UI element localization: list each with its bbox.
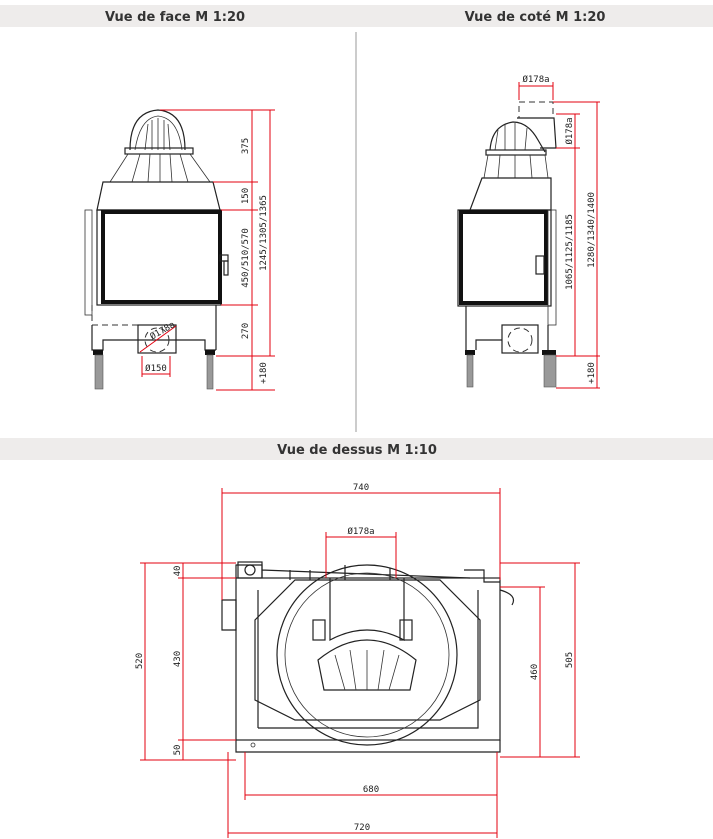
top-view-title: Vue de dessus M 1:10 <box>277 443 437 458</box>
side-dim-total: 1280/1340/1400 <box>587 192 597 268</box>
front-flue-label: Ø150 <box>145 363 167 374</box>
front-view: Ø178a Ø150 375 150 450/510/570 270 1245/… <box>84 109 275 391</box>
side-view-title: Vue de coté M 1:20 <box>465 10 606 25</box>
side-dim-outlet: 1065/1125/1185 <box>565 214 575 290</box>
side-flue-top-label: Ø178a <box>522 74 549 85</box>
top-dim-720: 720 <box>354 823 370 833</box>
top-dim-505: 505 <box>565 652 575 668</box>
front-dim-glass: 450/510/570 <box>241 228 251 288</box>
front-dim-270: 270 <box>241 323 251 339</box>
header-bar-bottom <box>0 438 713 460</box>
side-view: Ø178a Ø178a 1065/1125/1185 1280/1340/140… <box>457 74 600 389</box>
top-dim-680: 680 <box>363 785 379 795</box>
side-flue-side-label: Ø178a <box>564 117 575 144</box>
top-dim-520: 520 <box>135 653 145 669</box>
top-dim-50: 50 <box>173 745 183 756</box>
front-dim-150: 150 <box>241 188 251 204</box>
top-dim-740: 740 <box>353 483 369 493</box>
front-dim-375: 375 <box>241 138 251 154</box>
top-dim-430: 430 <box>173 651 183 667</box>
front-dim-total: 1245/1305/1365 <box>259 195 269 271</box>
front-view-title: Vue de face M 1:20 <box>105 10 245 25</box>
front-air-inlet-label: Ø178a <box>148 319 177 342</box>
top-flue-label: Ø178a <box>347 526 374 537</box>
front-dim-legs: +180 <box>259 362 269 384</box>
header-bar-top <box>0 5 713 27</box>
top-view: 740 Ø178a 520 40 430 50 460 505 680 720 <box>135 483 580 838</box>
top-dim-40: 40 <box>173 566 183 577</box>
side-dim-legs: +180 <box>587 362 597 384</box>
top-dim-460: 460 <box>530 664 540 680</box>
